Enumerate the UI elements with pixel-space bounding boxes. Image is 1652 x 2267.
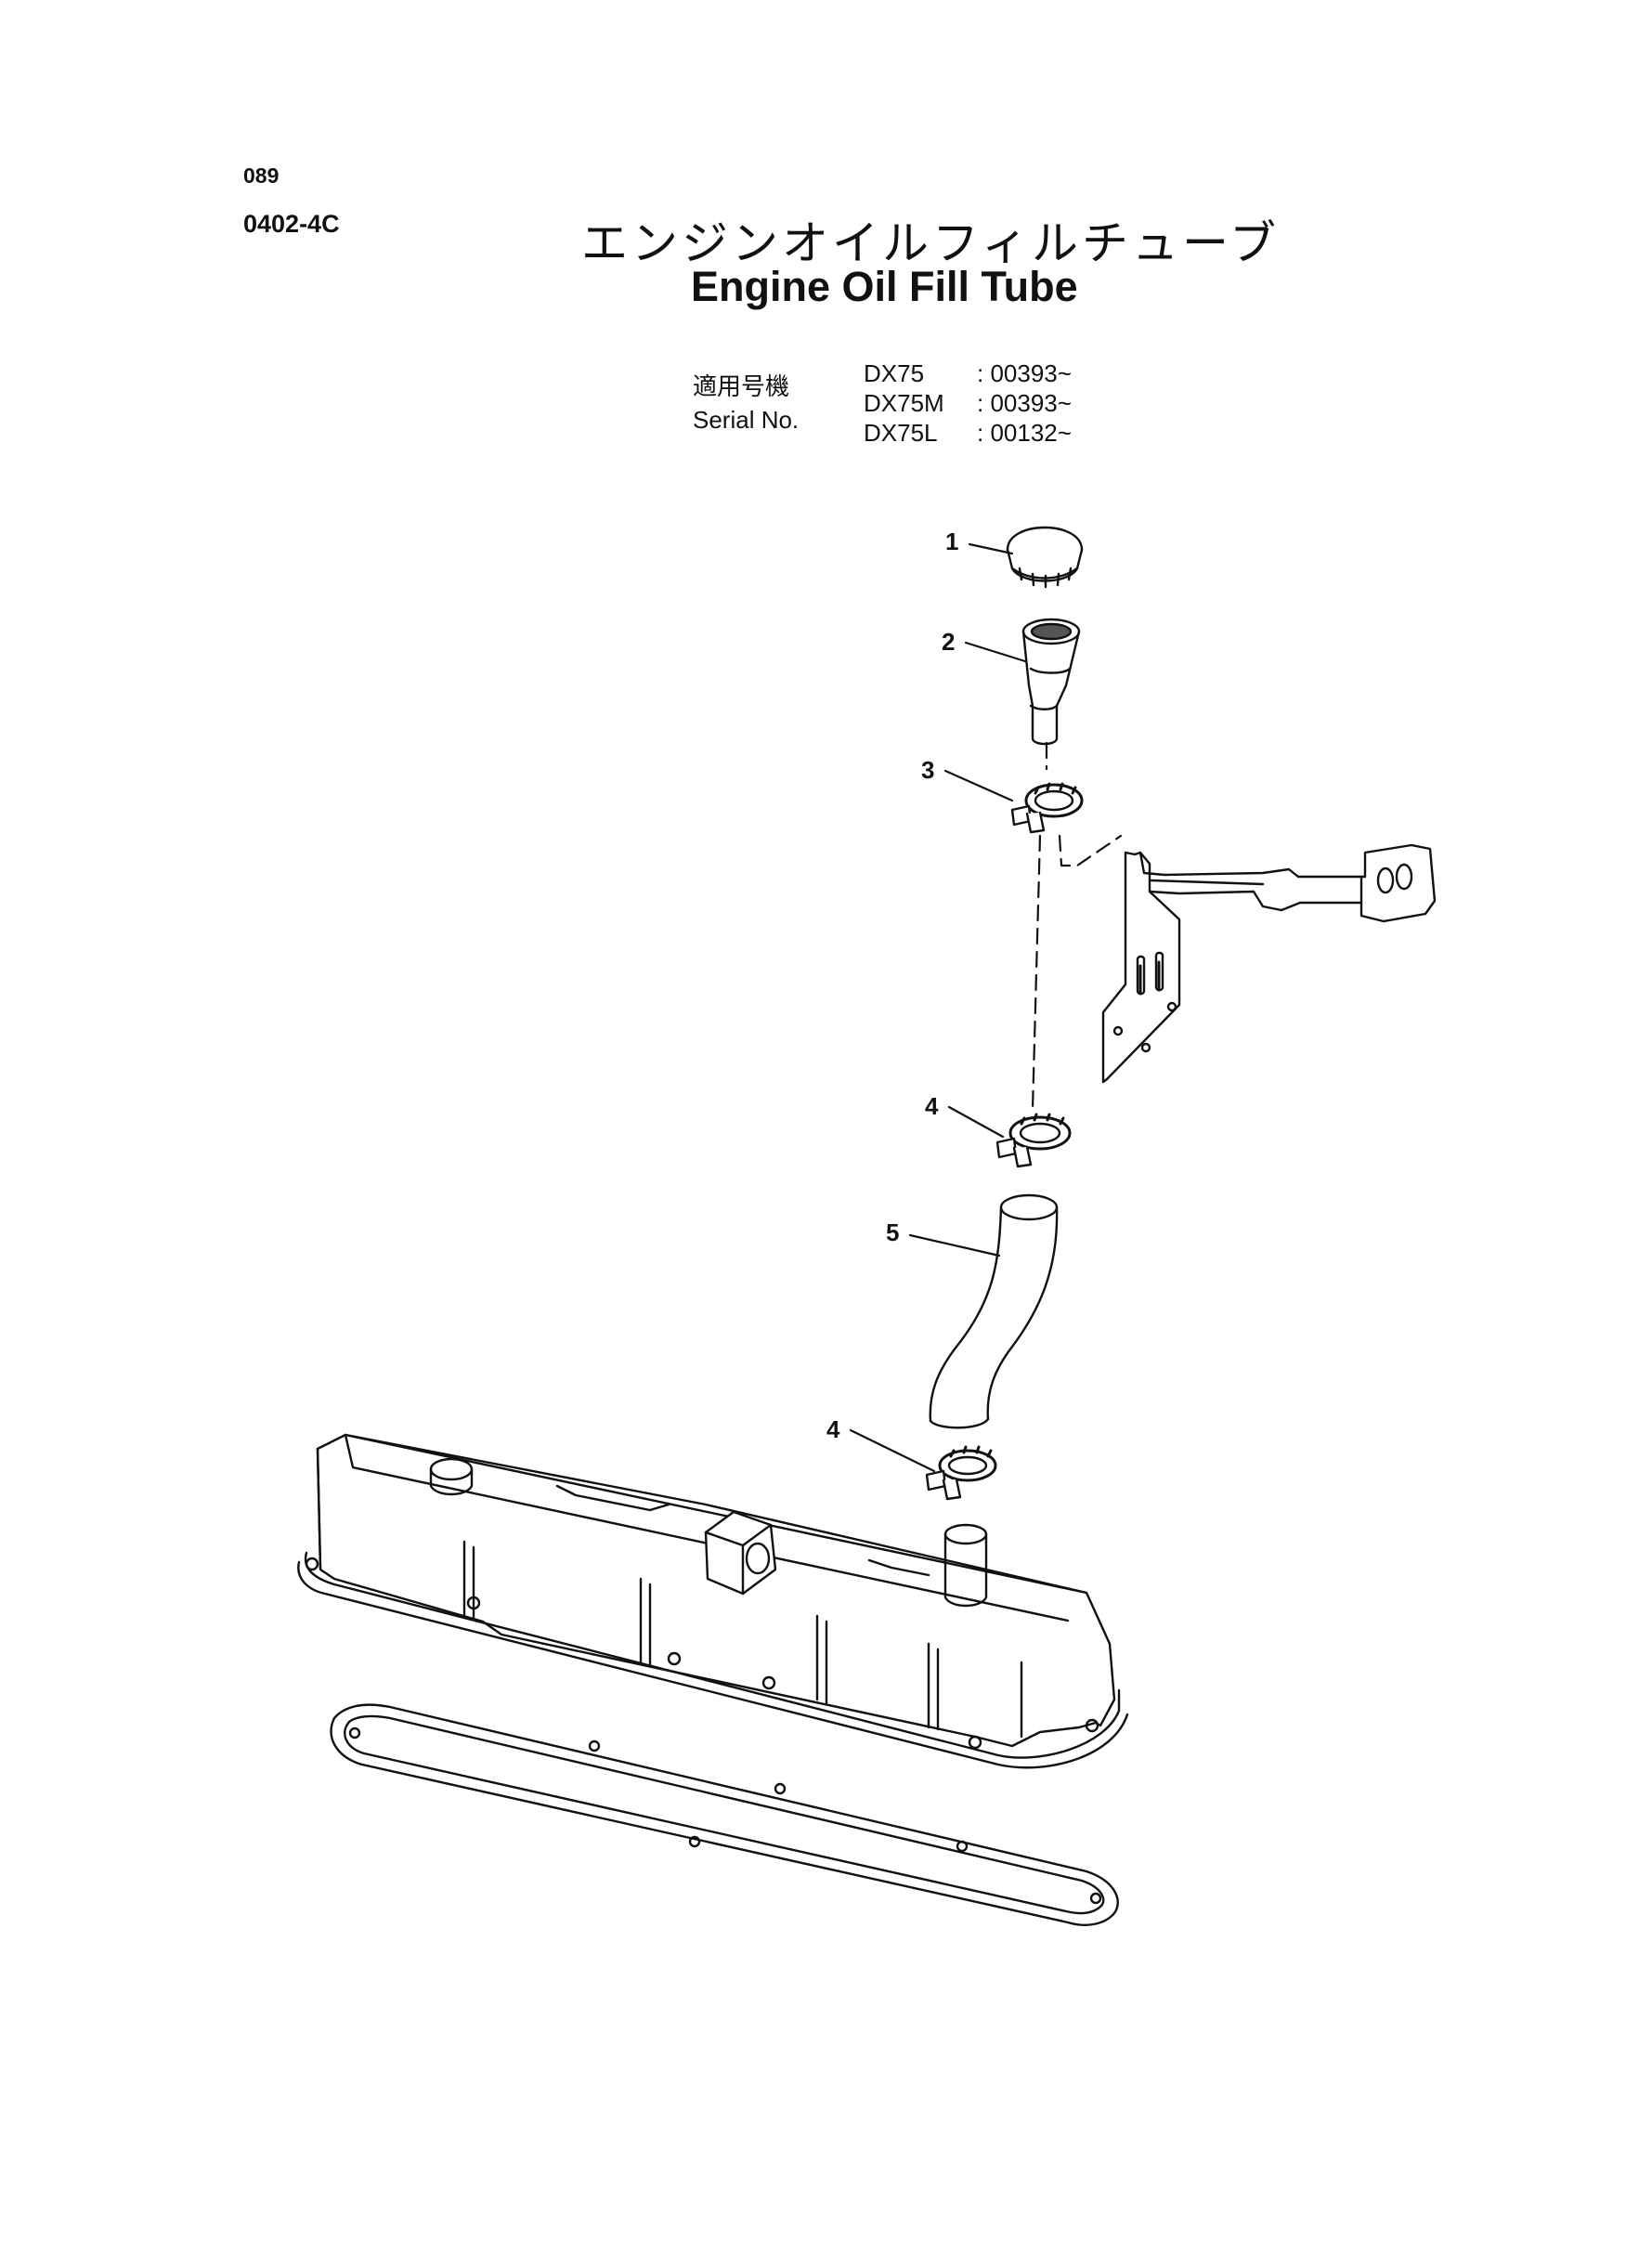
- hose-clamp-upper: [1010, 782, 1084, 834]
- assembly-centerline: [1031, 741, 1048, 1112]
- callout-1: 1: [945, 528, 959, 555]
- bracket-leader: [1058, 834, 1123, 867]
- oil-fill-tube: [1021, 618, 1081, 746]
- serial-row: DX75 : 00393~: [864, 358, 1072, 388]
- serial-row: DX75L : 00132~: [864, 418, 1072, 448]
- title-english: Engine Oil Fill Tube: [691, 263, 1078, 310]
- callout-4-upper: 4: [925, 1092, 939, 1120]
- callout-3: 3: [921, 756, 935, 784]
- rubber-hose: [929, 1193, 1059, 1429]
- serial-row: DX75M : 00393~: [864, 388, 1072, 418]
- page-number: 089: [243, 163, 280, 188]
- serial-value: : 00393~: [977, 389, 1072, 417]
- serial-value: : 00132~: [977, 419, 1072, 447]
- callout-5: 5: [886, 1218, 900, 1246]
- title-japanese: エンジンオイルフィルチューブ: [581, 216, 1280, 270]
- serial-model: DX75L: [864, 419, 938, 447]
- hose-clamp-middle: [995, 1113, 1072, 1168]
- serial-model: DX75M: [864, 389, 944, 417]
- oil-filler-cap: [1006, 526, 1084, 589]
- hose-clamp-lower: [925, 1445, 997, 1501]
- serial-number-list: DX75 : 00393~ DX75M : 00393~ DX75L : 00132~: [864, 358, 1072, 448]
- serial-label-jp: 適用号機: [693, 372, 790, 400]
- serial-model: DX75: [864, 359, 925, 387]
- rocker-cover: [297, 1433, 1129, 1769]
- callout-leaders: [849, 542, 1027, 1473]
- serial-label: 適用号機 Serial No.: [693, 370, 799, 436]
- serial-value: : 00393~: [977, 359, 1072, 387]
- serial-label-en: Serial No.: [693, 406, 800, 434]
- callout-2: 2: [942, 628, 956, 656]
- callout-4-lower: 4: [826, 1415, 840, 1443]
- section-code: 0402-4C: [243, 210, 340, 238]
- cover-gasket: [330, 1703, 1119, 1926]
- mounting-bracket: [1101, 843, 1437, 1084]
